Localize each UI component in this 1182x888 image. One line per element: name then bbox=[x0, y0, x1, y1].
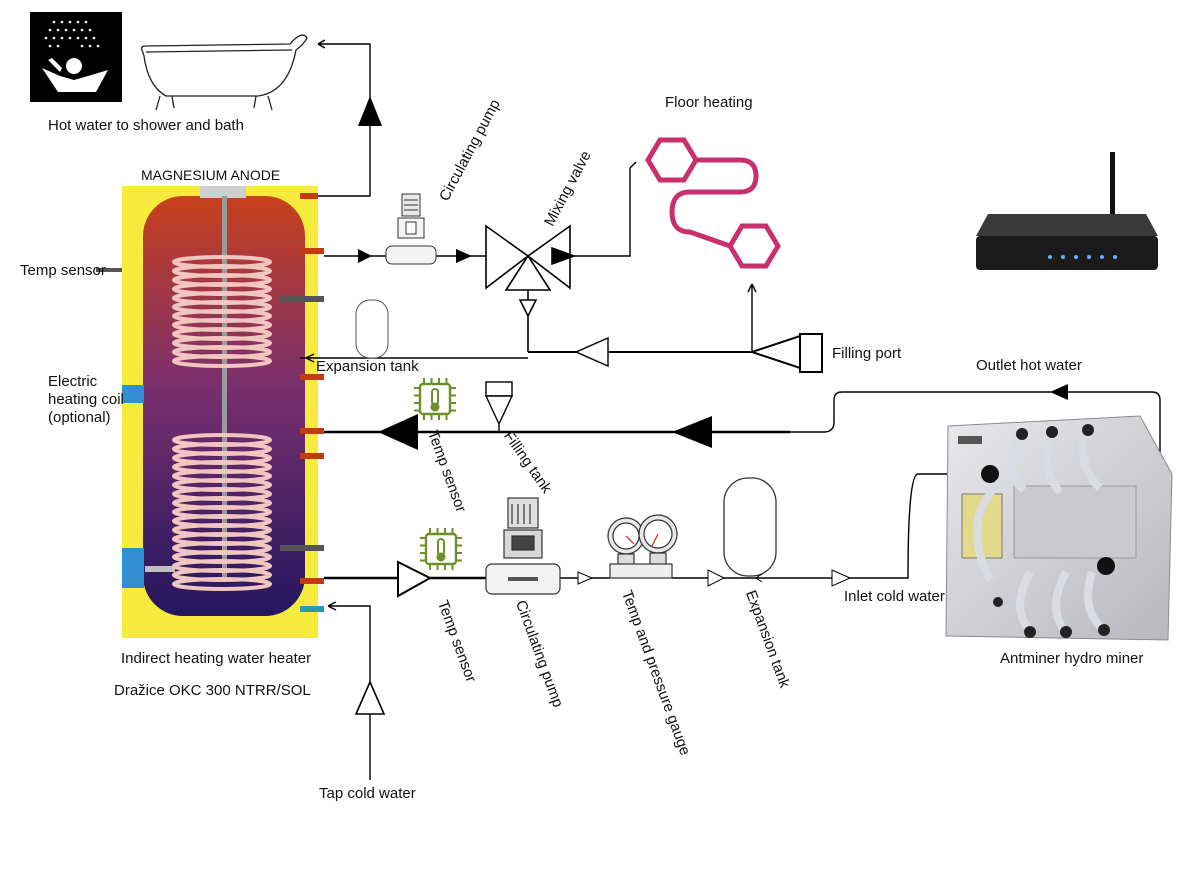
label-magnesium-anode: MAGNESIUM ANODE bbox=[141, 167, 281, 183]
label-electric-heating-coil: Electric heating coil (optional) bbox=[48, 373, 124, 426]
label-heater-model: Dražice OKC 300 NTRR/SOL bbox=[114, 682, 311, 699]
label-outlet-hot-water: Outlet hot water bbox=[976, 357, 1082, 374]
flow-arrow-right bbox=[358, 249, 372, 263]
label-temp-sensor-left: Temp sensor bbox=[20, 262, 106, 279]
flow-arrow-left bbox=[378, 414, 418, 450]
flow-arrow-right-open bbox=[707, 569, 726, 587]
flow-arrow-right-open bbox=[577, 571, 594, 585]
pressure-gauge-icon bbox=[607, 514, 678, 579]
heating-coils bbox=[172, 255, 272, 591]
flow-arrow-up bbox=[358, 96, 382, 126]
coil-turn bbox=[172, 577, 272, 591]
hot-water-line bbox=[300, 39, 371, 197]
label-tap-cold-water: Tap cold water bbox=[319, 785, 416, 802]
mixing-valve bbox=[485, 224, 577, 352]
tank-pipes bbox=[96, 248, 324, 612]
label-hot-water-shower-bath: Hot water to shower and bath bbox=[48, 117, 244, 134]
expansion-tank-low bbox=[723, 477, 777, 577]
label-filling-port: Filling port bbox=[832, 345, 902, 362]
shower-icon bbox=[30, 12, 122, 102]
flow-arrow-left bbox=[672, 416, 712, 448]
router-icon bbox=[976, 152, 1158, 270]
filling-port bbox=[748, 333, 823, 373]
flow-arrow-left bbox=[1050, 384, 1068, 400]
flow-arrow-up-open bbox=[354, 680, 386, 715]
label-antminer: Antminer hydro miner bbox=[1000, 650, 1144, 667]
floor-heating-icon bbox=[645, 137, 781, 269]
filling-tank bbox=[484, 381, 514, 432]
label-heater-name: Indirect heating water heater bbox=[121, 650, 312, 667]
lower-supply-line bbox=[324, 473, 1002, 580]
flow-arrow-right bbox=[456, 249, 472, 263]
bathtub-icon bbox=[140, 34, 308, 111]
circulating-pump-top bbox=[385, 193, 437, 265]
expansion-tank-mid bbox=[355, 299, 389, 359]
antminer-icon bbox=[945, 415, 1173, 641]
label-floor-heating: Floor heating bbox=[665, 94, 753, 111]
flow-arrow-right-open bbox=[397, 560, 433, 598]
circulating-pump-low bbox=[485, 497, 561, 595]
coil-turn bbox=[172, 354, 272, 368]
label-expansion-tank-mid: Expansion tank bbox=[316, 358, 419, 375]
tap-cold-water-line bbox=[327, 601, 371, 780]
flow-arrow-right-open bbox=[831, 569, 852, 587]
label-inlet-cold-water: Inlet cold water bbox=[844, 588, 945, 605]
flow-arrow-left-open bbox=[574, 336, 609, 368]
upper-supply-line bbox=[324, 161, 637, 257]
thermometer-chip-icon bbox=[420, 528, 462, 570]
thermometer-chip-icon bbox=[414, 378, 456, 420]
